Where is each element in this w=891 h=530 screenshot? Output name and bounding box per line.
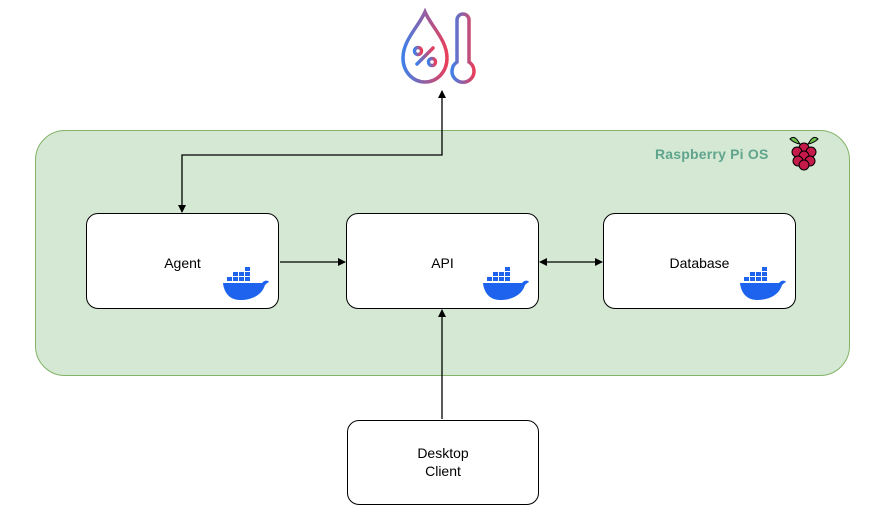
desktop-client-label-line1: Desktop — [417, 445, 469, 461]
raspberry-pi-icon — [789, 136, 819, 171]
sensor-icons — [401, 8, 487, 84]
agent-label: Agent — [164, 255, 201, 271]
docker-icon — [223, 267, 269, 300]
thermometer-icon — [450, 12, 487, 84]
docker-icon — [740, 267, 786, 300]
container-label: Raspberry Pi OS — [655, 146, 769, 162]
database-label: Database — [669, 255, 730, 271]
api-label: API — [431, 255, 454, 271]
desktop-client-node: Desktop Client — [347, 420, 539, 505]
humidity-icon — [401, 8, 449, 84]
agent-sensor-connector — [178, 90, 446, 213]
docker-icon — [483, 267, 529, 300]
desktop-client-label-line2: Client — [425, 463, 461, 479]
